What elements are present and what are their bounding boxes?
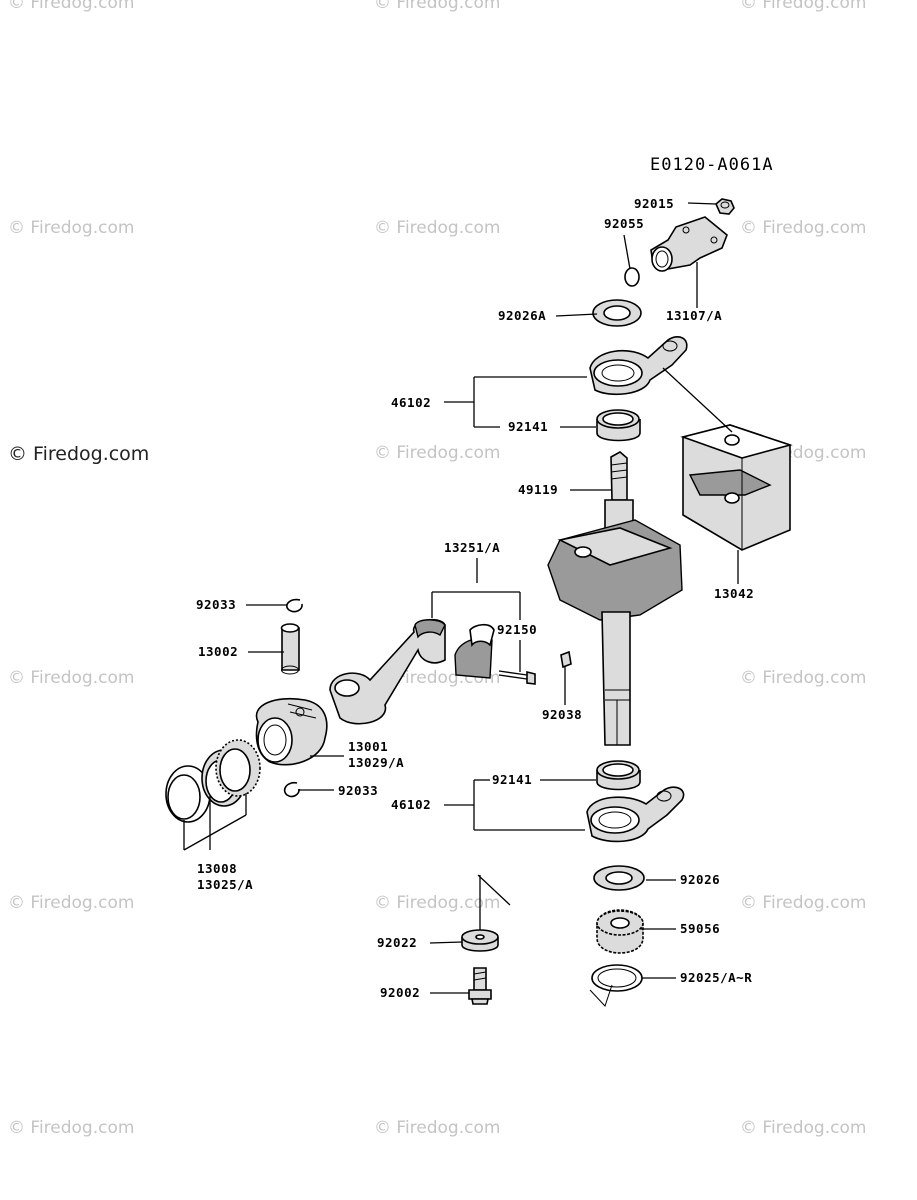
part-labels: 92015 92055 13107/A 92026A 46102 92141 4… (196, 196, 754, 1000)
label-92026: 92026 (680, 872, 720, 887)
part-13251-connecting-rod (329, 618, 495, 725)
label-92026A: 92026A (498, 308, 546, 323)
label-13042: 13042 (714, 586, 754, 601)
leader-lines (183, 202, 739, 994)
label-13001: 13001 (348, 739, 388, 754)
label-92015: 92015 (634, 196, 674, 211)
watermark: © Firedog.com (374, 443, 500, 463)
part-13107-housing (650, 216, 728, 272)
watermark: © Firedog.com (8, 0, 134, 13)
label-92150: 92150 (497, 622, 537, 637)
label-92141-bottom: 92141 (492, 772, 532, 787)
part-92150-bolt (498, 670, 536, 685)
part-92038-key (560, 650, 572, 669)
label-13008: 13008 (197, 861, 237, 876)
label-92038: 92038 (542, 707, 582, 722)
label-92033-top: 92033 (196, 597, 236, 612)
part-92141-bushing-top (596, 409, 641, 442)
part-13042-balancer-weight (680, 424, 793, 551)
label-92033-bottom: 92033 (338, 783, 378, 798)
part-46102-balancer-top (589, 336, 688, 396)
label-92022: 92022 (377, 935, 417, 950)
label-92002: 92002 (380, 985, 420, 1000)
part-13002-piston-pin (280, 623, 300, 675)
part-46102-balancer-bottom (586, 786, 685, 843)
label-49119: 49119 (518, 482, 558, 497)
part-13008-piston-rings (165, 739, 261, 823)
part-92026-washer (593, 865, 645, 891)
watermark: © Firedog.com (8, 218, 134, 238)
part-92015-bolt (715, 198, 735, 215)
part-49119-crankshaft (547, 451, 683, 746)
label-92025: 92025/A~R (680, 970, 752, 985)
label-13002: 13002 (198, 644, 238, 659)
label-92141-top: 92141 (508, 419, 548, 434)
watermark: © Firedog.com (740, 218, 866, 238)
part-13001-piston (255, 698, 328, 766)
watermark: © Firedog.com (374, 893, 500, 913)
diagram-code: E0120-A061A (650, 155, 774, 175)
part-92141-bushing-bottom (596, 760, 641, 791)
watermark: © Firedog.com (740, 0, 866, 13)
watermark: © Firedog.com (8, 893, 134, 913)
watermark-dark: © Firedog.com (8, 443, 149, 465)
part-92002-bolt (468, 967, 492, 1005)
label-13029: 13029/A (348, 755, 404, 770)
watermark: © Firedog.com (374, 0, 500, 13)
watermark: © Firedog.com (740, 893, 866, 913)
label-46102-bottom: 46102 (391, 797, 431, 812)
label-13025: 13025/A (197, 877, 253, 892)
part-92055-oring (624, 267, 640, 287)
watermark: © Firedog.com (8, 668, 134, 688)
label-13251: 13251/A (444, 540, 500, 555)
label-46102-top: 46102 (391, 395, 431, 410)
part-59056-gear (596, 909, 644, 954)
watermarks: © Firedog.com © Firedog.com © Firedog.co… (8, 0, 866, 1138)
part-92022-washer (461, 874, 511, 952)
part-92026A-washer (592, 299, 642, 327)
label-92055: 92055 (604, 216, 644, 231)
watermark: © Firedog.com (374, 218, 500, 238)
part-92025-shim (589, 964, 643, 1007)
part-92033-clip-bottom (283, 781, 300, 798)
watermark: © Firedog.com (740, 668, 866, 688)
label-13107: 13107/A (666, 308, 722, 323)
label-59056: 59056 (680, 921, 720, 936)
watermark: © Firedog.com (374, 1118, 500, 1138)
watermark: © Firedog.com (8, 1118, 134, 1138)
part-92033-clip-top (285, 598, 303, 613)
watermark: © Firedog.com (740, 1118, 866, 1138)
